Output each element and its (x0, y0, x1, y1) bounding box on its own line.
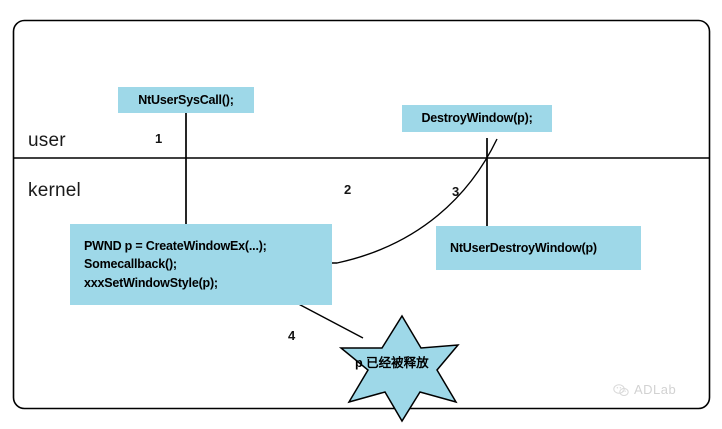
node-freed-star-label: p 已经被释放 (355, 356, 429, 370)
node-nt-user-destroy-window[interactable]: NtUserDestroyWindow(p) (436, 226, 641, 270)
node-nt-user-sys-call[interactable]: NtUserSysCall(); (118, 87, 254, 113)
node-destroy-window-label: DestroyWindow(p); (421, 111, 533, 126)
node-nt-user-destroy-window-label: NtUserDestroyWindow(p) (450, 240, 597, 255)
connector-callback-curve (245, 138, 498, 264)
outer-frame (12, 19, 711, 410)
step-number-2: 2 (344, 182, 352, 197)
node-destroy-window[interactable]: DestroyWindow(p); (402, 105, 552, 132)
step-number-3: 3 (452, 184, 460, 199)
freed-star-shape (338, 314, 460, 423)
node-pwnd-block[interactable]: PWND p = CreateWindowEx(...); Somecallba… (70, 224, 332, 305)
node-nt-user-sys-call-label: NtUserSysCall(); (138, 92, 234, 107)
step-number-4: 4 (288, 328, 296, 343)
layer-label-kernel: kernel (28, 180, 81, 201)
watermark-text: ADLab (634, 382, 677, 397)
watermark: ADLab (613, 382, 676, 397)
layer-label-user: user (28, 130, 66, 151)
node-pwnd-block-line-3: xxxSetWindowStyle(p); (84, 275, 218, 290)
step-number-1: 1 (155, 131, 163, 146)
node-pwnd-block-line-2: Somecallback(); (84, 257, 177, 272)
wechat-icon (613, 383, 629, 396)
node-pwnd-block-line-1: PWND p = CreateWindowEx(...); (84, 239, 267, 254)
